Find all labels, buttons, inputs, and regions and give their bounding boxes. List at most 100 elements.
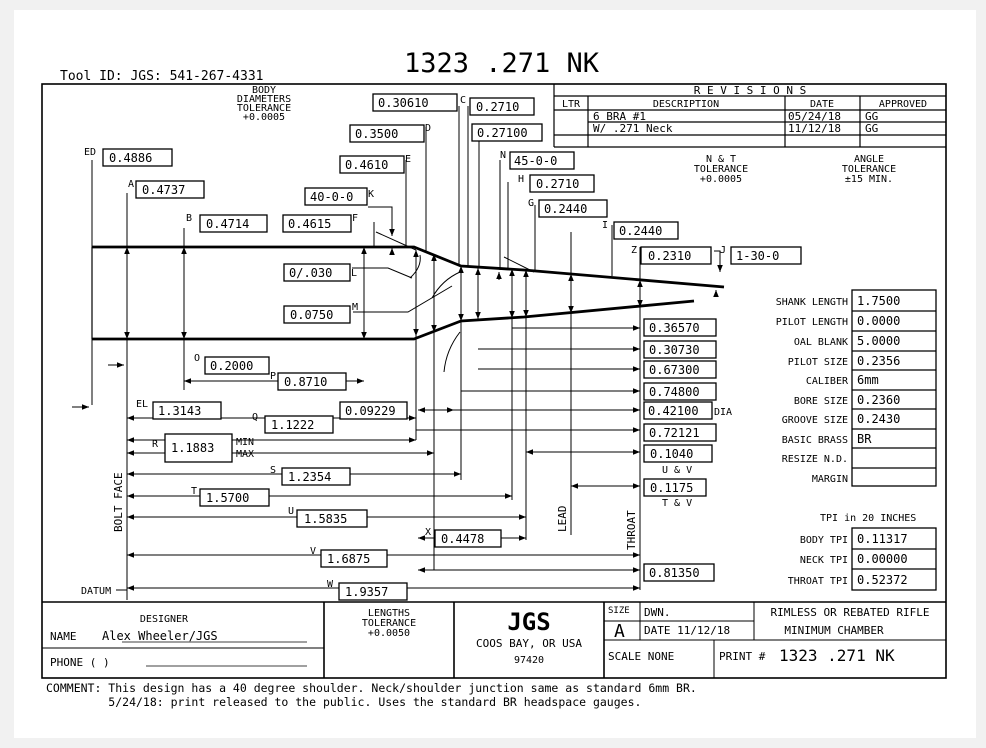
dim-letter-q: Q — [252, 412, 258, 423]
comment-line2: 5/24/18: print released to the public. U… — [46, 695, 641, 709]
rev-2-approved: GG — [865, 122, 878, 135]
dim-letter-ed: ED — [84, 147, 96, 158]
bolt-face-label: BOLT FACE — [112, 472, 125, 532]
dim-letter-v: V — [310, 546, 316, 557]
spec-label-basic-brass: BASIC BRASS — [782, 435, 848, 446]
name-label: NAME — [50, 630, 77, 643]
nt-tol-line1: N & T — [706, 154, 736, 165]
tv-label: T & V — [662, 498, 692, 509]
drawing-border — [41, 83, 947, 679]
dim-x-value: 0.4478 — [441, 532, 484, 546]
dim-letter-x: X — [425, 527, 431, 538]
dimension-boxes — [102, 93, 802, 601]
spec-label-shank-length: SHANK LENGTH — [776, 297, 848, 308]
dim-letter-w: W — [327, 579, 334, 590]
scale-label: SCALE NONE — [608, 650, 674, 663]
spec-value-pilot-length: 0.0000 — [857, 314, 900, 328]
dim-letter-g: G — [528, 198, 534, 209]
spec-label-pilot-size: PILOT SIZE — [788, 357, 848, 368]
dim-el-value: 1.3143 — [158, 404, 201, 418]
nt-tol-line2: TOLERANCE — [694, 164, 748, 175]
dim-letter-e: E — [405, 154, 411, 165]
dim-g-value: 0.2440 — [544, 202, 587, 216]
tpi-value-neck: 0.00000 — [857, 552, 908, 566]
print-number: 1323 .271 NK — [779, 646, 895, 665]
dim-letter-el: EL — [136, 399, 148, 410]
dim-w-value: 1.9357 — [345, 585, 388, 599]
drawing-sheet: Tool ID: JGS: 541-267-4331 1323 .271 NK … — [14, 10, 976, 738]
dim-v-value: 1.6875 — [327, 552, 370, 566]
dim-e-value: 0.4610 — [345, 158, 388, 172]
designer-label: DESIGNER — [140, 614, 189, 625]
chamber-type-line2: MINIMUM CHAMBER — [784, 624, 884, 637]
dim-n-value: 45-0-0 — [514, 154, 557, 168]
dim-right-9: 0.81350 — [649, 566, 700, 580]
dim-u-value: 1.5835 — [304, 512, 347, 526]
rev-col-approved: APPROVED — [879, 99, 927, 110]
title-block — [42, 601, 946, 678]
tpi-label-throat: THROAT TPI — [788, 576, 848, 587]
dim-l-value: 0/.030 — [289, 266, 332, 280]
company-logo: JGS — [507, 608, 550, 636]
spec-label-margin: MARGIN — [812, 474, 848, 485]
spec-label-pilot-length: PILOT LENGTH — [776, 317, 848, 328]
rev-1-date: 05/24/18 — [788, 110, 841, 123]
spec-value-pilot-size: 0.2356 — [857, 354, 900, 368]
angle-tol-line1: ANGLE — [854, 154, 884, 165]
dim-letter-h: H — [518, 174, 524, 185]
rev-col-ltr: LTR — [562, 99, 581, 110]
dim-q-value: 1.1222 — [271, 418, 314, 432]
dim-c2-value: 0.2710 — [476, 100, 519, 114]
uv-label: U & V — [662, 465, 692, 476]
dim-letter-f: F — [352, 213, 358, 224]
dim-letter-n: N — [500, 150, 506, 161]
dim-letter-t: T — [191, 486, 197, 497]
rev-1-description: 6 BRA #1 — [593, 110, 646, 123]
max-label: MAX — [236, 449, 254, 460]
dim-r-value: 1.1883 — [171, 441, 214, 455]
tool-id: Tool ID: JGS: 541-267-4331 — [60, 69, 264, 84]
spec-value-groove-size: 0.2430 — [857, 412, 900, 426]
throat-label: THROAT — [625, 510, 638, 550]
drawing-title: 1323 .271 NK — [404, 48, 600, 79]
tpi-label-neck: NECK TPI — [800, 555, 848, 566]
dim-letter-k: K — [368, 189, 374, 200]
rev-2-date: 11/12/18 — [788, 122, 841, 135]
lengths-tol-line1: LENGTHS — [368, 608, 410, 619]
dim-letter-p: P — [270, 371, 276, 382]
dimension-lines — [72, 106, 723, 600]
dim-p-value: 0.8710 — [284, 375, 327, 389]
angle-tol-line3: ±15 MIN. — [845, 174, 893, 185]
dim-letter-m: M — [352, 302, 358, 313]
dim-m-value: 0.0750 — [290, 308, 333, 322]
dim-letter-d: D — [425, 123, 431, 134]
dim-letter-i: I — [602, 220, 608, 231]
rev-col-description: DESCRIPTION — [653, 99, 719, 110]
spec-value-oal-blank: 5.0000 — [857, 334, 900, 348]
rev-2-description: W/ .271 Neck — [593, 122, 673, 135]
lead-label: LEAD — [556, 506, 569, 533]
dim-right-6: 0.72121 — [649, 426, 700, 440]
chamber-outline — [91, 231, 725, 373]
spec-label-groove-size: GROOVE SIZE — [782, 415, 848, 426]
dim-t-value: 1.5700 — [206, 491, 249, 505]
dim-b-value: 0.4714 — [206, 217, 249, 231]
print-label: PRINT # — [719, 650, 766, 663]
spec-label-caliber: CALIBER — [806, 376, 849, 387]
chamber-type-line1: RIMLESS OR REBATED RIFLE — [771, 606, 930, 619]
dim-right-7: 0.1040 — [650, 447, 693, 461]
company-zip: 97420 — [514, 655, 544, 666]
min-label: MIN — [236, 437, 254, 448]
dim-letter-o: O — [194, 353, 200, 364]
revisions-title: R E V I S I O N S — [694, 84, 807, 97]
dim-letter-z: Z — [631, 245, 637, 256]
dim-k-value: 40-0-0 — [310, 190, 353, 204]
dim-letter-u: U — [288, 506, 294, 517]
dim-a-value: 0.4737 — [142, 183, 185, 197]
dim-o-value: 0.2000 — [210, 359, 253, 373]
dim-letter-a: A — [128, 179, 134, 190]
dwn-label: DWN. — [644, 606, 671, 619]
dim-c-value: 0.30610 — [378, 96, 429, 110]
lengths-tol-line3: +0.0050 — [368, 628, 410, 639]
spec-value-caliber: 6mm — [857, 373, 879, 387]
